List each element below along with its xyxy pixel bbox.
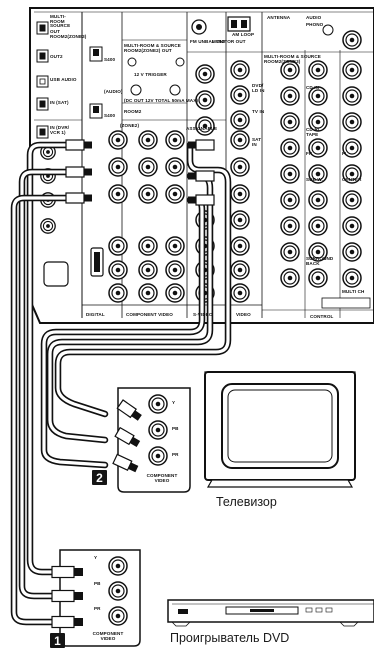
- dvd-jack-label-pr: PR: [94, 606, 101, 611]
- tv-jack-label-pr: PR: [172, 452, 179, 457]
- cdr-tape-label: CD-R/ TAPE: [306, 127, 320, 137]
- in-sat-label: IN (SAT): [50, 100, 69, 105]
- sat-in-label: SAT IN: [252, 137, 262, 147]
- s400-label-2: S400: [104, 113, 116, 118]
- am-loop-label: AM LOOP: [232, 32, 255, 37]
- dvd-caption: Проигрыватель DVD: [170, 631, 290, 645]
- monitor-out-label: MONITOR OUT: [212, 39, 246, 44]
- dvd-step-badge: 1: [50, 633, 65, 648]
- video-label: VIDEO: [236, 312, 251, 317]
- multi-ch-label: MULTI CH: [342, 289, 365, 294]
- dvd-jack-label-pb: PB: [94, 581, 101, 586]
- tv-jack-label-pb: PB: [172, 426, 179, 431]
- trigger-label: 12 V TRIGGER: [134, 72, 167, 77]
- usb-audio-label: USB AUDIO: [50, 77, 77, 82]
- component-video-label: COMPONENT VIDEO: [126, 312, 173, 317]
- receiver-plugs-right: [188, 139, 215, 206]
- receiver-plugs-left: [65, 139, 92, 204]
- audio-right-label: AUDIO: [306, 15, 322, 20]
- multiroom-room2-label: MULTI-ROOM & SOURCE ROOM2(ZONE2) OUT: [124, 43, 181, 53]
- audio-label: (AUDIO): [104, 89, 123, 94]
- fl-label: FL: [342, 151, 348, 156]
- tv-step-badge: 2: [92, 470, 107, 485]
- control-label: CONTROL: [310, 314, 334, 319]
- room2-label: ROOM2: [124, 109, 142, 114]
- subwoofer-label: SUB W.: [306, 177, 323, 182]
- tv-panel-label: COMPONENT VIDEO: [146, 473, 178, 483]
- digital-label: DIGITAL: [86, 312, 105, 317]
- dvd-ld-in-label: DVD/ LD IN: [252, 83, 265, 93]
- cd-in-label: CD IN: [306, 85, 320, 90]
- zone2-label: (ZONE2): [120, 123, 140, 128]
- tv-illustration: [204, 371, 356, 488]
- s400-label-1: S400: [104, 57, 116, 62]
- surround-back-label: SURROUND BACK: [306, 256, 334, 266]
- tv-caption: Телевизор: [216, 495, 277, 509]
- fm-label: FM UNBAL 75Ω: [190, 39, 226, 44]
- antenna-label: ANTENNA: [267, 15, 291, 20]
- dvd-jack-label-y: Y: [94, 555, 98, 560]
- s-video-label: S-VIDEO: [193, 312, 213, 317]
- receiver-back-panel: [29, 7, 374, 324]
- phono-label: PHONO: [306, 22, 324, 27]
- in-dvr-label: IN (DVR/ VCR 1): [50, 125, 70, 135]
- multiroom-source-label: MULTI-ROOM SOURCE: [50, 14, 71, 29]
- dvd-player-illustration: [167, 599, 374, 627]
- center-label: CENTER: [342, 177, 362, 182]
- assignable-label: ASSIGNABLE: [186, 126, 218, 131]
- out-room-label: OUT ROOM2(ZONE3): [50, 29, 87, 39]
- tv-in-label: TV IN: [252, 109, 265, 114]
- tv-component-panel: [112, 387, 191, 493]
- dvd-component-panel: [51, 549, 141, 647]
- tv-jack-label-y: Y: [172, 400, 176, 405]
- out2-label: OUT2: [50, 54, 63, 59]
- dvd-panel-label: COMPONENT VIDEO: [92, 631, 124, 641]
- multiroom-zone3-label: MULTI-ROOM & SOURCE ROOM2(ZONE3): [264, 54, 321, 64]
- trigger-note-label: (DC OUT 12V TOTAL 50mA MAX): [124, 98, 198, 103]
- fr-label: FR: [306, 151, 313, 156]
